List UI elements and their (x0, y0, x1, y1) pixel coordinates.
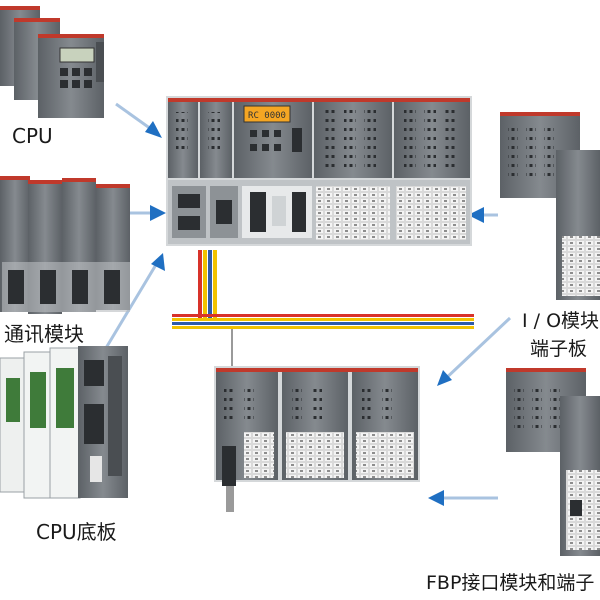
arrow-icon (151, 253, 165, 271)
connection-arrows (104, 102, 512, 506)
comm-modules-image (0, 176, 130, 314)
arrow-icon (428, 490, 444, 506)
cpu-modules-image (0, 6, 104, 118)
cpu-display-readout: RC 0000 (248, 111, 286, 121)
label-terminal-board: 端子板 (530, 338, 588, 360)
arrow-icon (145, 121, 162, 138)
label-fbp-module: FBP接口模块和端子 (426, 572, 595, 594)
arrow-icon (468, 207, 484, 223)
main-plc-rack: RC 0000 (166, 96, 472, 246)
label-io-module: I / O模块 (522, 310, 600, 332)
label-comm-module: 通讯模块 (4, 322, 84, 346)
io-module-image (500, 112, 600, 300)
cpu-baseplate-image (0, 346, 128, 499)
fbp-module-image (506, 368, 600, 556)
remote-io-rack (214, 366, 420, 512)
label-cpu: CPU (12, 124, 53, 148)
arrow-icon (150, 205, 166, 221)
label-cpu-baseplate: CPU底板 (36, 520, 117, 544)
arrow-icon (437, 370, 452, 386)
field-bus-cables (172, 250, 474, 368)
